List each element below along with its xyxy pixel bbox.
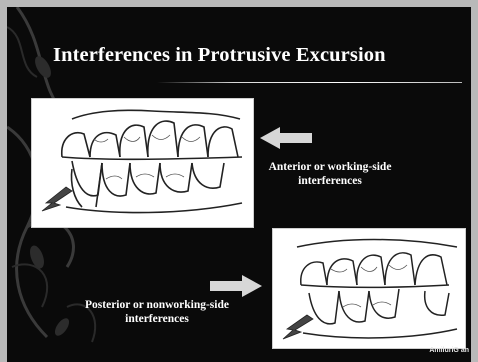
title-divider bbox=[157, 82, 462, 83]
slide-credit: AmiluriG an bbox=[407, 347, 469, 354]
posterior-caption-line1: Posterior or nonworking-side bbox=[77, 298, 237, 312]
anterior-caption-line2: interferences bbox=[255, 174, 405, 188]
anterior-interference-illustration bbox=[31, 98, 254, 228]
posterior-interference-illustration bbox=[272, 228, 466, 349]
left-arrow-icon bbox=[260, 127, 312, 149]
slide: Interferences in Protrusive Excursion bbox=[7, 7, 471, 362]
right-arrow-icon bbox=[210, 275, 262, 297]
posterior-caption: Posterior or nonworking-side interferenc… bbox=[77, 298, 237, 326]
anterior-caption-line1: Anterior or working-side bbox=[255, 160, 405, 174]
slide-title: Interferences in Protrusive Excursion bbox=[53, 44, 463, 67]
posterior-caption-line2: interferences bbox=[77, 312, 237, 326]
anterior-caption: Anterior or working-side interferences bbox=[255, 160, 405, 188]
